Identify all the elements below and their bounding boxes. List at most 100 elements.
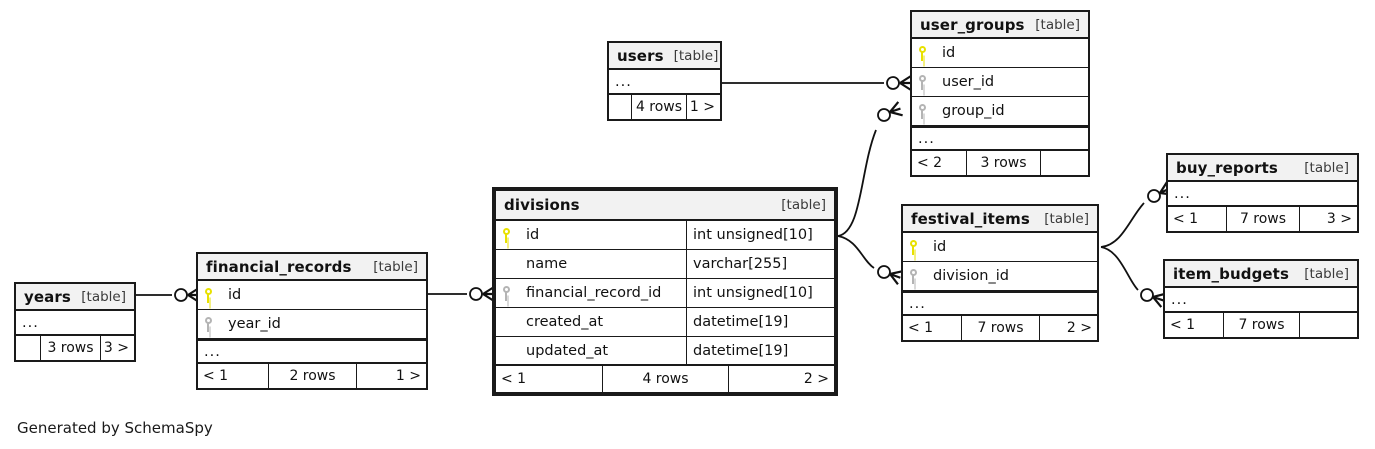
table-festival_items[interactable]: festival_items [table] id division_id ..…: [901, 204, 1099, 342]
column-name: created_at: [526, 314, 604, 330]
table-tag-users: [table]: [673, 47, 719, 64]
column-name: id: [526, 227, 540, 243]
footer-left-users[interactable]: [609, 95, 631, 119]
table-title-users: users: [617, 46, 664, 65]
table-tag-financial_records: [table]: [373, 258, 418, 275]
ellipsis-row-users: ...: [609, 70, 720, 95]
column-row[interactable]: id: [903, 233, 1097, 262]
column-name: user_id: [942, 74, 995, 90]
column-name: id: [942, 45, 956, 61]
footer-right-users[interactable]: 1 >: [686, 95, 720, 119]
column-name: financial_record_id: [526, 285, 662, 301]
table-tag-years: [table]: [81, 288, 126, 305]
table-item_budgets[interactable]: item_budgets [table] ... < 1 7 rows: [1163, 259, 1359, 339]
ellipsis-row-item_budgets: ...: [1165, 288, 1357, 313]
column-name: division_id: [933, 268, 1009, 284]
column-row[interactable]: group_id: [912, 97, 1088, 126]
footer-right-years[interactable]: 3 >: [100, 336, 134, 360]
footer-left-item_budgets[interactable]: < 1: [1170, 317, 1196, 333]
table-title-financial_records: financial_records: [206, 257, 352, 276]
column-name: id: [228, 287, 242, 303]
edge-divisions-festival_items: [837, 235, 875, 269]
footer-right-festival_items[interactable]: 2 >: [1039, 316, 1097, 340]
column-row[interactable]: id int unsigned[10]: [496, 221, 834, 250]
footer-left-user_groups[interactable]: < 2: [917, 155, 943, 171]
column-row[interactable]: user_id: [912, 68, 1088, 97]
column-row[interactable]: division_id: [903, 262, 1097, 291]
edge-festival_items-item_budgets: [1100, 246, 1139, 291]
foreign-key-icon: [912, 68, 932, 96]
table-tag-user_groups: [table]: [1035, 16, 1080, 33]
primary-key-icon: [496, 221, 516, 249]
table-title-festival_items: festival_items: [911, 209, 1030, 228]
footer-right-user_groups[interactable]: [1040, 151, 1088, 175]
table-header-festival_items: festival_items [table]: [903, 206, 1097, 233]
footer-rows-divisions: 4 rows: [602, 366, 728, 392]
column-row[interactable]: name varchar[255]: [496, 250, 834, 279]
generated-by-caption: Generated by SchemaSpy: [17, 419, 213, 437]
table-title-divisions: divisions: [504, 196, 580, 214]
table-user_groups[interactable]: user_groups [table] id user_id group_id …: [910, 10, 1090, 177]
footer-rows-years: 3 rows: [40, 336, 100, 360]
table-footer-buy_reports: < 1 7 rows 3 >: [1168, 207, 1357, 231]
column-name: name: [526, 256, 568, 272]
column-name: group_id: [942, 103, 1005, 119]
foreign-key-icon: [198, 310, 218, 338]
ellipsis-row-buy_reports: ...: [1168, 182, 1357, 207]
table-header-years: years [table]: [16, 284, 134, 311]
no-key-slot: [496, 337, 516, 364]
footer-rows-item_budgets: 7 rows: [1223, 313, 1299, 337]
table-buy_reports[interactable]: buy_reports [table] ... < 1 7 rows 3 >: [1166, 153, 1359, 233]
table-footer-users: 4 rows 1 >: [609, 95, 720, 119]
column-row[interactable]: id: [198, 281, 426, 310]
footer-left-buy_reports[interactable]: < 1: [1173, 211, 1199, 227]
table-header-users: users [table]: [609, 43, 720, 70]
primary-key-icon: [912, 39, 932, 67]
footer-left-divisions[interactable]: < 1: [501, 371, 527, 387]
footer-right-buy_reports[interactable]: 3 >: [1299, 207, 1357, 231]
table-header-item_budgets: item_budgets [table]: [1165, 261, 1357, 288]
column-row[interactable]: financial_record_id int unsigned[10]: [496, 279, 834, 308]
table-footer-festival_items: < 1 7 rows 2 >: [903, 316, 1097, 340]
table-tag-divisions: [table]: [781, 197, 826, 213]
column-name: year_id: [228, 316, 281, 332]
footer-right-divisions[interactable]: 2 >: [728, 366, 834, 392]
column-type: varchar[255]: [686, 250, 834, 278]
column-type: datetime[19]: [686, 308, 834, 336]
table-tag-buy_reports: [table]: [1304, 159, 1349, 176]
edge-festival_items-buy_reports: [1100, 202, 1145, 248]
edge-divisions-user_groups: [837, 129, 877, 237]
table-header-user_groups: user_groups [table]: [912, 12, 1088, 39]
column-name: id: [933, 239, 947, 255]
column-type: int unsigned[10]: [686, 221, 834, 249]
footer-right-item_budgets[interactable]: [1299, 313, 1357, 337]
table-tag-festival_items: [table]: [1044, 210, 1089, 227]
table-years[interactable]: years [table] ... 3 rows 3 >: [14, 282, 136, 362]
foreign-key-icon: [912, 97, 932, 125]
table-footer-user_groups: < 2 3 rows: [912, 151, 1088, 175]
footer-left-years[interactable]: [16, 336, 40, 360]
footer-left-festival_items[interactable]: < 1: [908, 320, 934, 336]
table-header-financial_records: financial_records [table]: [198, 254, 426, 281]
column-row[interactable]: year_id: [198, 310, 426, 339]
table-users[interactable]: users [table] ... 4 rows 1 >: [607, 41, 722, 121]
primary-key-icon: [198, 281, 218, 309]
ellipsis-row-financial_records: ...: [198, 339, 426, 364]
column-row[interactable]: created_at datetime[19]: [496, 308, 834, 337]
ellipsis-row-years: ...: [16, 311, 134, 336]
no-key-slot: [496, 250, 516, 278]
column-row[interactable]: updated_at datetime[19]: [496, 337, 834, 366]
primary-key-icon: [903, 233, 923, 261]
column-name: updated_at: [526, 342, 609, 359]
table-divisions[interactable]: divisions [table] id int unsigned[10] na…: [492, 187, 838, 396]
table-financial_records[interactable]: financial_records [table] id year_id ...…: [196, 252, 428, 390]
footer-rows-festival_items: 7 rows: [961, 316, 1039, 340]
no-key-slot: [496, 308, 516, 336]
column-row[interactable]: id: [912, 39, 1088, 68]
footer-left-financial_records[interactable]: < 1: [203, 368, 229, 384]
table-footer-item_budgets: < 1 7 rows: [1165, 313, 1357, 337]
table-header-buy_reports: buy_reports [table]: [1168, 155, 1357, 182]
footer-right-financial_records[interactable]: 1 >: [356, 364, 426, 388]
footer-rows-user_groups: 3 rows: [966, 151, 1040, 175]
